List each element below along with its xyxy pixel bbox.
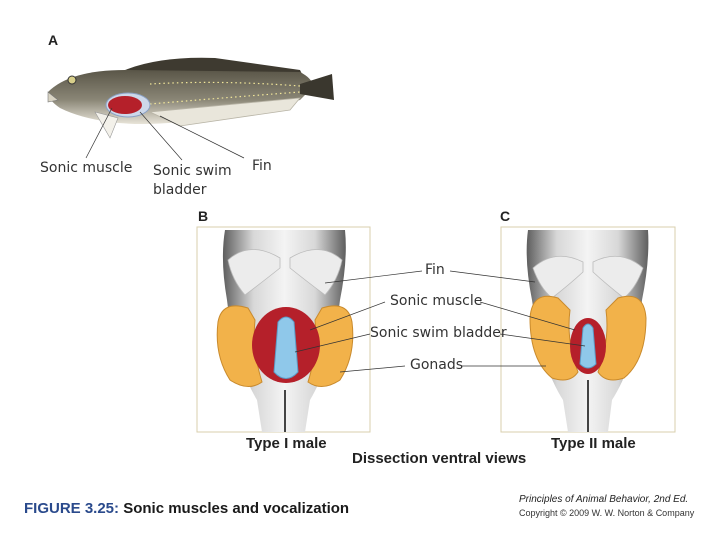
fish-illustration (47, 57, 334, 161)
leader-fin-b (324, 270, 423, 284)
fish-jaw (47, 91, 59, 103)
fin-right-c (592, 255, 644, 299)
label-sonic-swim-bladder: Sonic swim bladder (370, 325, 507, 341)
dissection-type1 (196, 226, 371, 433)
label-swim-bladder-a-1: Sonic swim (153, 163, 232, 179)
swim-bladder-b (273, 316, 299, 379)
label-sonic-muscle-a: Sonic muscle (40, 160, 133, 176)
fin-left-b (227, 249, 281, 296)
dissection-type2 (500, 226, 676, 433)
copyright-credit: Copyright © 2009 W. W. Norton & Company (519, 508, 695, 518)
label-dissection-ventral-views: Dissection ventral views (352, 450, 527, 467)
tail-fin (300, 74, 334, 100)
lateral-line (149, 81, 301, 87)
label-swim-bladder-a-2: bladder (153, 182, 207, 198)
leader-fin (159, 115, 245, 159)
panel-a-letter: A (48, 32, 59, 48)
swim-bladder-c (579, 323, 597, 369)
leader-bladder-c (499, 333, 586, 347)
label-gonads: Gonads (410, 357, 464, 373)
figure-number: FIGURE 3.25: (24, 500, 120, 517)
label-fin-a: Fin (252, 158, 272, 174)
leader-sonic-muscle (85, 107, 113, 159)
dissection-leaders (294, 270, 586, 373)
book-credit: Principles of Animal Behavior, 2nd Ed. (519, 494, 689, 505)
sonic-muscle-shape (108, 96, 142, 114)
panel-c-letter: C (500, 208, 511, 224)
fin-right-b (289, 249, 343, 296)
label-sonic-muscle: Sonic muscle (390, 293, 483, 309)
leader-muscle-b (309, 301, 386, 331)
panel-b-letter: B (198, 208, 209, 224)
leader-fin-c (449, 270, 536, 283)
fin-left-c (532, 255, 584, 299)
figure-title: Sonic muscles and vocalization (119, 500, 350, 517)
leader-gonads-b (339, 365, 406, 373)
fish-eye (67, 75, 77, 85)
label-fin: Fin (425, 262, 445, 278)
pectoral-fin (94, 111, 119, 139)
label-type2-male: Type II male (551, 435, 636, 452)
lateral-line-lower (149, 91, 301, 105)
figure-caption: FIGURE 3.25: Sonic muscles and vocalizat… (24, 500, 349, 517)
leader-swim-bladder (139, 111, 183, 161)
label-type1-male: Type I male (246, 435, 327, 452)
leader-bladder-b (294, 333, 371, 353)
leader-muscle-c (479, 301, 576, 331)
